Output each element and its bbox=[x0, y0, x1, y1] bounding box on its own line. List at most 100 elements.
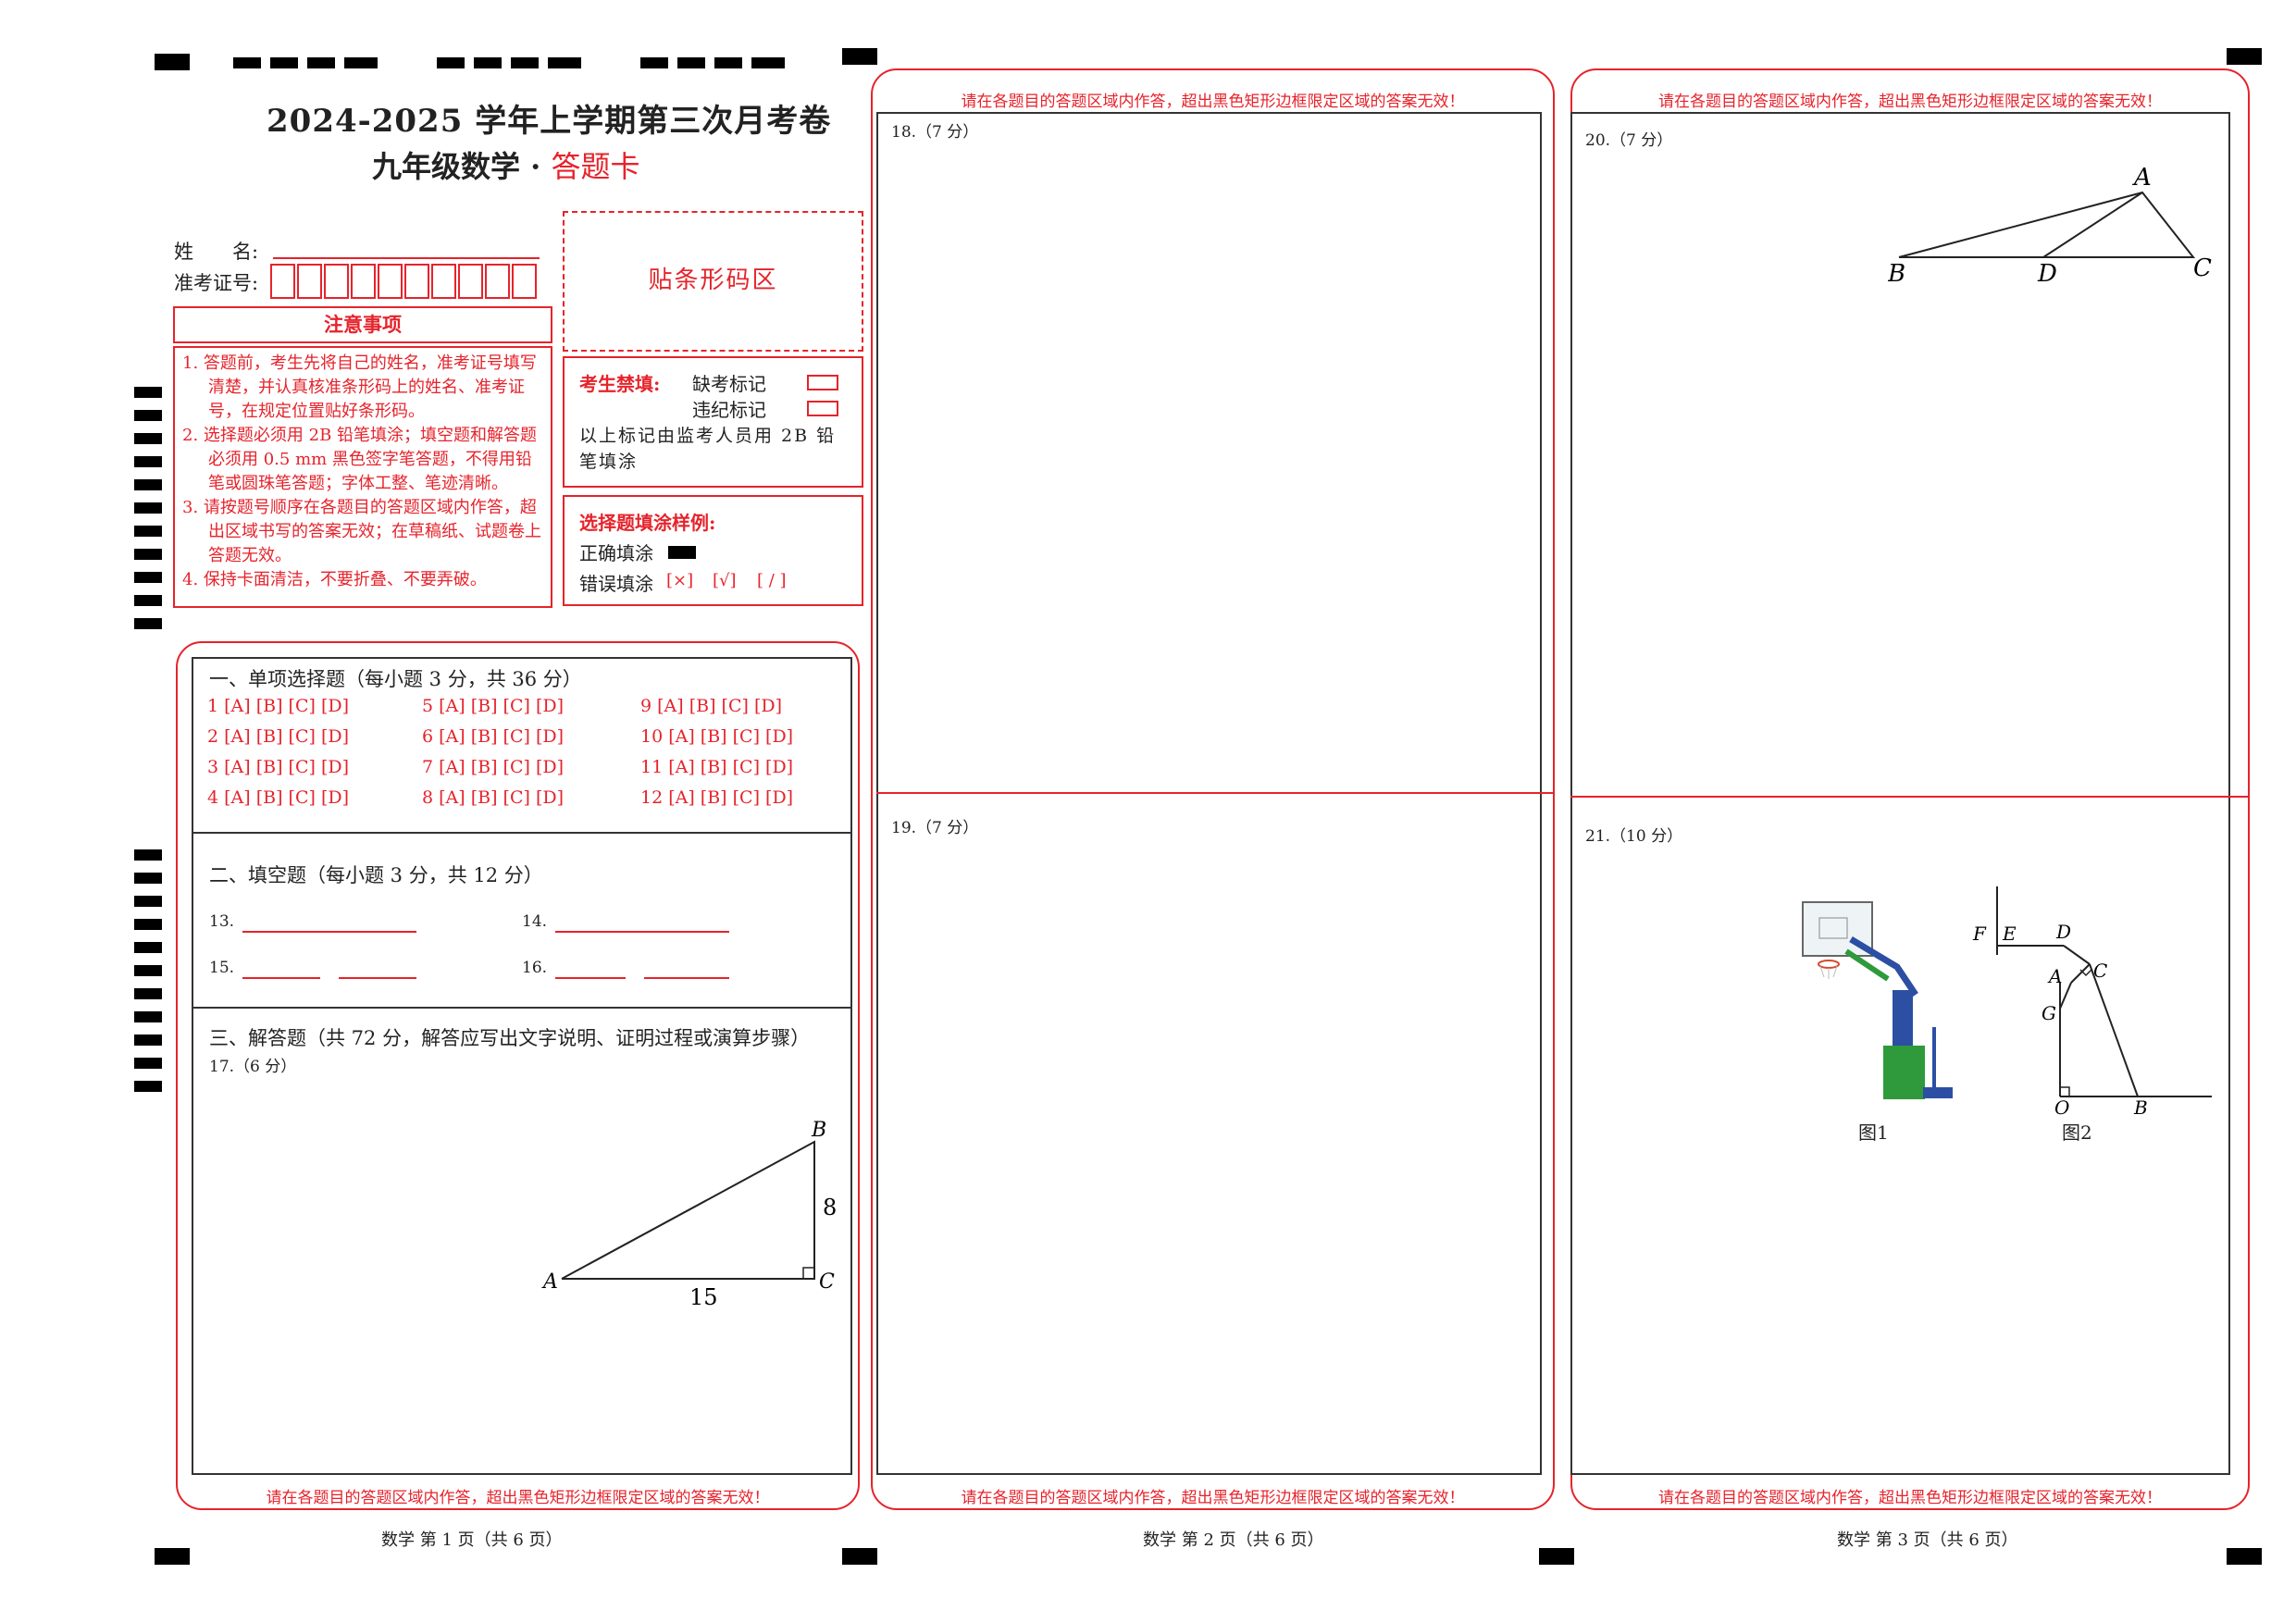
timing-mark bbox=[134, 896, 162, 907]
choice-question-2[interactable]: 2 [A] [B] [C] [D] bbox=[207, 726, 350, 747]
timing-mark bbox=[134, 502, 162, 514]
proctor-title: 考生禁填: bbox=[579, 373, 661, 395]
q17-label: 17.（6 分） bbox=[209, 1058, 297, 1076]
page3-divider bbox=[1570, 796, 2250, 798]
basketball-hoop bbox=[1818, 960, 1840, 969]
exam-id-label: 准考证号: bbox=[174, 272, 259, 294]
exam-id-digit-cell[interactable] bbox=[431, 264, 456, 299]
q20-segment-ad bbox=[2042, 192, 2143, 258]
choice-question-1[interactable]: 1 [A] [B] [C] [D] bbox=[207, 696, 350, 716]
timing-mark bbox=[134, 549, 162, 560]
page3-answer-box bbox=[1570, 112, 2230, 1475]
fig2-point-o: O bbox=[2054, 1096, 2069, 1119]
timing-mark bbox=[134, 387, 162, 398]
q15-answer-line-1[interactable] bbox=[242, 977, 320, 979]
choice-question-5[interactable]: 5 [A] [B] [C] [D] bbox=[422, 696, 565, 716]
q16-answer-line-2[interactable] bbox=[644, 977, 729, 979]
barcode-area: 贴条形码区 bbox=[563, 211, 863, 352]
choice-question-12[interactable]: 12 [A] [B] [C] [D] bbox=[640, 787, 794, 808]
fig2-point-e: E bbox=[2002, 923, 2017, 945]
timing-mark bbox=[134, 572, 162, 583]
exam-id-digit-cell[interactable] bbox=[324, 264, 349, 299]
timing-mark bbox=[134, 433, 162, 444]
page1-answer-box bbox=[192, 657, 852, 1475]
exam-id-digit-cell[interactable] bbox=[404, 264, 429, 299]
exam-id-digit-cell[interactable] bbox=[458, 264, 483, 299]
choice-question-6[interactable]: 6 [A] [B] [C] [D] bbox=[422, 726, 565, 747]
notes-title-box: 注意事项 bbox=[173, 306, 552, 343]
timing-mark bbox=[134, 873, 162, 884]
q21-figure2-caption: 图2 bbox=[2062, 1121, 2092, 1144]
absent-mark[interactable] bbox=[807, 375, 838, 390]
section1-divider bbox=[192, 832, 852, 834]
choice-question-11[interactable]: 11 [A] [B] [C] [D] bbox=[640, 757, 794, 777]
barcode-label: 贴条形码区 bbox=[648, 266, 778, 294]
q19-label: 19.（7 分） bbox=[891, 819, 979, 837]
section1-title: 一、单项选择题（每小题 3 分，共 36 分） bbox=[209, 668, 582, 690]
timing-mark bbox=[134, 526, 162, 537]
wrong-fill-label: 错误填涂 bbox=[579, 573, 653, 595]
exam-id-digit-cell[interactable] bbox=[351, 264, 376, 299]
note-item-3: 3. 请按题号顺序在各题目的答题区域内作答，超出区域书写的答案无效；在草稿纸、试… bbox=[182, 498, 541, 565]
choice-question-3[interactable]: 3 [A] [B] [C] [D] bbox=[207, 757, 350, 777]
page2-footer: 数学 第 2 页（共 6 页） bbox=[1143, 1530, 1324, 1550]
timing-mark bbox=[134, 849, 162, 861]
q17-triangle-figure: A B C 8 15 bbox=[541, 1119, 837, 1310]
q16-answer-line-1[interactable] bbox=[555, 977, 626, 979]
choice-question-10[interactable]: 10 [A] [B] [C] [D] bbox=[640, 726, 794, 747]
q17-side-bc: 8 bbox=[823, 1195, 837, 1220]
fig2-segment-cb bbox=[2089, 963, 2139, 1097]
fig2-point-f: F bbox=[1972, 923, 1987, 945]
proctor-note: 以上标记由监考人员用 2B 铅笔填涂 bbox=[579, 426, 837, 472]
choice-question-8[interactable]: 8 [A] [B] [C] [D] bbox=[422, 787, 565, 808]
fig2-segment-ac bbox=[2070, 963, 2091, 984]
wrong-mark-1: [×] bbox=[666, 571, 694, 590]
section3-title: 三、解答题（共 72 分，解答应写出文字说明、证明过程或演算步骤） bbox=[209, 1027, 811, 1049]
exam-id-field[interactable] bbox=[270, 264, 539, 303]
page2-divider bbox=[876, 792, 1555, 794]
choice-question-9[interactable]: 9 [A] [B] [C] [D] bbox=[640, 696, 783, 716]
exam-id-digit-cell[interactable] bbox=[512, 264, 537, 299]
page3-warning: 请在各题目的答题区域内作答，超出黑色矩形边框限定区域的答案无效！ bbox=[1658, 1489, 2162, 1507]
fig2-point-g: G bbox=[2042, 1002, 2056, 1024]
section2-title: 二、填空题（每小题 3 分，共 12 分） bbox=[209, 864, 543, 886]
q14-answer-line[interactable] bbox=[555, 931, 729, 933]
choice-question-4[interactable]: 4 [A] [B] [C] [D] bbox=[207, 787, 350, 808]
exam-title: 2024-2025 学年上学期第三次月考卷 bbox=[267, 103, 832, 140]
exam-id-digit-cell[interactable] bbox=[297, 264, 322, 299]
page2-top-warning: 请在各题目的答题区域内作答，超出黑色矩形边框限定区域的答案无效！ bbox=[961, 93, 1465, 111]
choice-question-7[interactable]: 7 [A] [B] [C] [D] bbox=[422, 757, 565, 777]
correct-fill-sample bbox=[668, 546, 696, 559]
q20-triangle-figure: A B D C bbox=[1888, 164, 2212, 288]
violation-mark[interactable] bbox=[807, 401, 838, 416]
q18-label: 18.（7 分） bbox=[891, 123, 979, 142]
fig2-point-a: A bbox=[2047, 965, 2062, 987]
q17-point-a: A bbox=[541, 1270, 558, 1294]
exam-id-digit-cell[interactable] bbox=[485, 264, 510, 299]
timing-mark bbox=[134, 1081, 162, 1092]
page2-red-frame bbox=[871, 68, 1555, 1510]
timing-mark bbox=[134, 618, 162, 629]
name-field[interactable] bbox=[273, 257, 540, 259]
q21-basketball-stand-image bbox=[1802, 901, 1953, 1099]
q21-figure1-caption: 图1 bbox=[1858, 1121, 1889, 1144]
stand-base bbox=[1883, 1046, 1925, 1099]
q20-point-c: C bbox=[2193, 254, 2212, 282]
exam-id-digit-cell[interactable] bbox=[270, 264, 295, 299]
page3-footer: 数学 第 3 页（共 6 页） bbox=[1837, 1530, 2018, 1550]
q20-point-d: D bbox=[2037, 260, 2057, 288]
q17-side-ac: 15 bbox=[689, 1284, 718, 1310]
page1-footer: 数学 第 1 页（共 6 页） bbox=[381, 1530, 563, 1550]
timing-mark bbox=[134, 479, 162, 490]
timing-mark bbox=[134, 456, 162, 467]
q16-label: 16. bbox=[522, 959, 548, 977]
q20-point-a: A bbox=[2132, 164, 2152, 192]
q17-point-b: B bbox=[811, 1119, 826, 1142]
exam-subtitle: 九年级数学 · 答题卡 bbox=[372, 143, 639, 186]
q15-answer-line-2[interactable] bbox=[339, 977, 416, 979]
page1-red-frame bbox=[176, 641, 860, 1510]
q15-label: 15. bbox=[209, 959, 235, 977]
q13-answer-line[interactable] bbox=[242, 931, 416, 933]
page2-warning: 请在各题目的答题区域内作答，超出黑色矩形边框限定区域的答案无效！ bbox=[961, 1489, 1465, 1507]
exam-id-digit-cell[interactable] bbox=[378, 264, 403, 299]
